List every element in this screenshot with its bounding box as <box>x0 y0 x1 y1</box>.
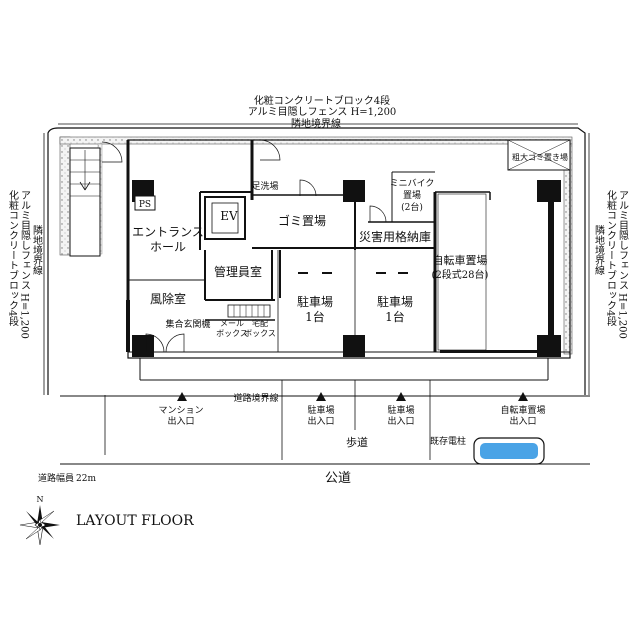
top-fence-note-2: アルミ目隠しフェンス H=1,200 <box>248 106 397 118</box>
mailbox-units <box>227 304 271 318</box>
entrance-hall-label-1: エントランス <box>132 225 204 239</box>
large-garbage-area <box>507 139 571 171</box>
ps-label: PS <box>139 200 151 210</box>
site-boundary <box>43 123 590 395</box>
top-boundary-label: 隣地境界線 <box>291 117 341 130</box>
top-fence-note-1: 化粧コンクリートブロック4段 <box>254 94 390 107</box>
left-boundary-label: 隣地境界線 <box>31 224 43 275</box>
right-boundary-label: 隣地境界線 <box>593 224 605 275</box>
parking-a-entrance-label-1: 駐車場 <box>307 404 334 416</box>
windbreak-room-label: 風除室 <box>150 291 186 306</box>
mini-bike-label-1: ミニバイク <box>390 178 435 189</box>
parking-1-label-1: 駐車場 <box>297 294 333 309</box>
left-stair <box>69 147 101 257</box>
parking-b-entrance-label-1: 駐車場 <box>387 404 414 416</box>
right-fence-note-2: アルミ目隠しフェンス H=1,200 <box>617 190 629 339</box>
mailbox-label-1: メール <box>220 319 244 328</box>
parking-2-label-1: 駐車場 <box>377 294 413 309</box>
bicycle-entrance-label-2: 出入口 <box>509 415 536 427</box>
parking-1-label-2: 1台 <box>305 309 325 324</box>
ev-label: EV <box>220 209 238 223</box>
entrance-markers <box>177 392 528 401</box>
north-label: N <box>37 495 44 504</box>
garbage-label: ゴミ置場 <box>278 213 326 228</box>
mansion-entrance-label-2: 出入口 <box>167 415 194 427</box>
elevator-shaft <box>204 196 246 240</box>
mansion-entrance-label-1: マンション <box>158 406 203 416</box>
structural-columns <box>126 180 561 357</box>
parking-b-entrance-label-2: 出入口 <box>387 415 414 427</box>
delivery-box-label-1: 宅配 <box>252 318 268 328</box>
bicycle-entrance-label-1: 自転車置場 <box>500 404 545 416</box>
mailbox-label-2: ボックス <box>216 329 248 338</box>
bicycle-parking-label-2: (2段式28台) <box>432 268 489 281</box>
bicycle-parking-label-1: 自転車置場 <box>433 253 488 267</box>
planter-fill <box>480 443 538 459</box>
door-swings <box>101 139 387 353</box>
left-fence-note-1: 化粧コンクリートブロック4段 <box>7 189 19 327</box>
mini-bike-label-2: 置場 <box>403 189 421 201</box>
road-width-label: 道路幅員 <box>38 472 74 484</box>
utility-pole-label: 既存電柱 <box>430 435 466 447</box>
left-fence-note-2: アルミ目隠しフェンス H=1,200 <box>19 190 31 339</box>
sidewalk-label: 歩道 <box>346 435 368 449</box>
public-road-label: 公道 <box>325 471 351 486</box>
foot-wash-label: 足洗場 <box>251 180 278 192</box>
parking-2-label-2: 1台 <box>385 309 405 324</box>
road-boundary-label: 道路境界線 <box>233 392 278 404</box>
mini-bike-label-3: (2台) <box>401 201 423 213</box>
intercom-label: 集合玄関機 <box>165 318 210 330</box>
ps-box <box>134 195 156 211</box>
parking-a-entrance-label-2: 出入口 <box>307 415 334 427</box>
driveway-lines <box>104 380 431 460</box>
manager-room-label: 管理員室 <box>214 264 262 279</box>
right-fence-note-1: 化粧コンクリートブロック4段 <box>605 189 617 327</box>
entrance-hall-label-2: ホール <box>150 240 186 254</box>
layout-floor-title: LAYOUT FLOOR <box>76 513 194 529</box>
delivery-box-label-2: ボックス <box>244 329 276 338</box>
disaster-storage-label: 災害用格納庫 <box>359 229 431 244</box>
road-width-value: 22m <box>76 474 96 484</box>
large-garbage-label: 粗大ゴミ置き場 <box>512 152 568 162</box>
compass-icon <box>19 505 60 546</box>
bicycle-racks <box>437 193 538 353</box>
